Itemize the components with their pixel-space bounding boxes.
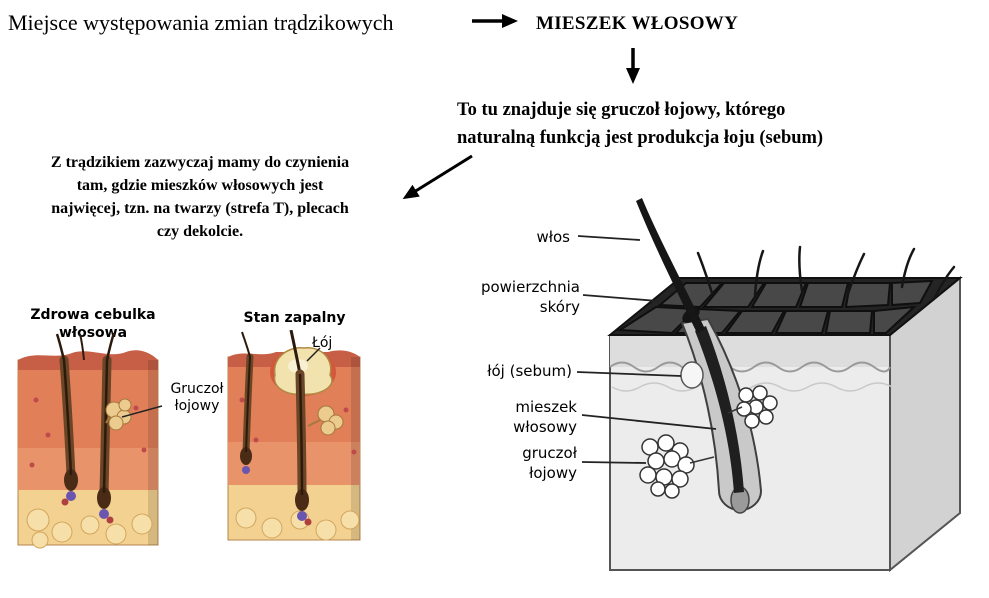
follicle-pointer-line [581,414,717,430]
healthy-title-line: Zdrowa cebulka [30,307,156,323]
follicle-label: mieszek włosowy [465,397,577,437]
sebum-sac [680,361,704,389]
gland-label-line: Gruczoł [170,381,224,397]
sebaceous-gland-label: gruczoł łojowy [465,443,577,483]
arrow-right-icon [472,14,518,28]
paragraph-line: najwięcej, tzn. na twarzy (strefa T), pl… [51,200,349,217]
healthy-title-line: włosowa [58,325,128,341]
sebaceous-gland-label-left: Gruczoł łojowy [158,381,236,415]
acne-location-paragraph: Z trądzikiem zazwyczaj mamy do czynienia… [0,151,400,243]
sebaceous-gland-main [639,434,695,499]
sebum-description: To tu znajduje się gruczoł łojowy, które… [457,96,823,152]
sebaceous-gland-healthy [105,398,132,431]
hair-pointer-line [577,235,641,241]
skin-surface-label: powierzchnia skóry [452,277,580,317]
sebum-pointer-line-left [306,347,321,362]
gland-label-line: łojowy [529,464,577,482]
arrow-down-icon [626,48,640,84]
inflamed-skin-block [227,330,361,541]
gland-pointer-line-left [121,405,163,418]
surface-pointer-line [582,294,659,302]
paragraph-line: Z trądzikiem zazwyczaj mamy do czynienia [50,154,350,171]
arrow-down-left-icon [402,154,473,200]
surface-label-line: skóry [539,298,580,316]
hair-label: włos [536,228,570,246]
sebum-pointer-line [576,371,682,377]
subtitle-line: naturalną funkcją jest produkcja łoju (s… [457,128,824,148]
paragraph-line: czy dekolcie. [156,223,244,240]
healthy-skin-block [17,332,159,549]
follicle-heading: MIESZEK WŁOSOWY [536,13,739,34]
sebum-label: łój (sebum) [487,362,572,380]
sebaceous-gland-right [736,385,778,429]
inflamed-title: Stan zapalny [243,310,346,326]
follicle-label-line: mieszek [515,398,577,416]
paragraph-line: tam, gdzie mieszków włosowych jest [76,177,324,194]
gland-label-line: łojowy [174,398,220,414]
follicle-comparison-illustration [17,330,361,549]
skin-cross-section-illustration [576,198,963,573]
sebaceous-gland-inflamed [317,405,344,436]
subtitle-line: To tu znajduje się gruczoł łojowy, które… [457,100,786,120]
healthy-bulb-title: Zdrowa cebulka włosowa [18,306,168,342]
hair-shaft [636,198,705,333]
origin-text: Miejsce występowania zmian trądzikowych [8,10,394,35]
gland-pointer-line [581,461,647,464]
follicle-label-line: włosowy [513,418,577,436]
sebum-label-left: Łój [312,335,333,351]
surface-label-line: powierzchnia [480,278,580,296]
gland-label-line: gruczoł [522,444,577,462]
